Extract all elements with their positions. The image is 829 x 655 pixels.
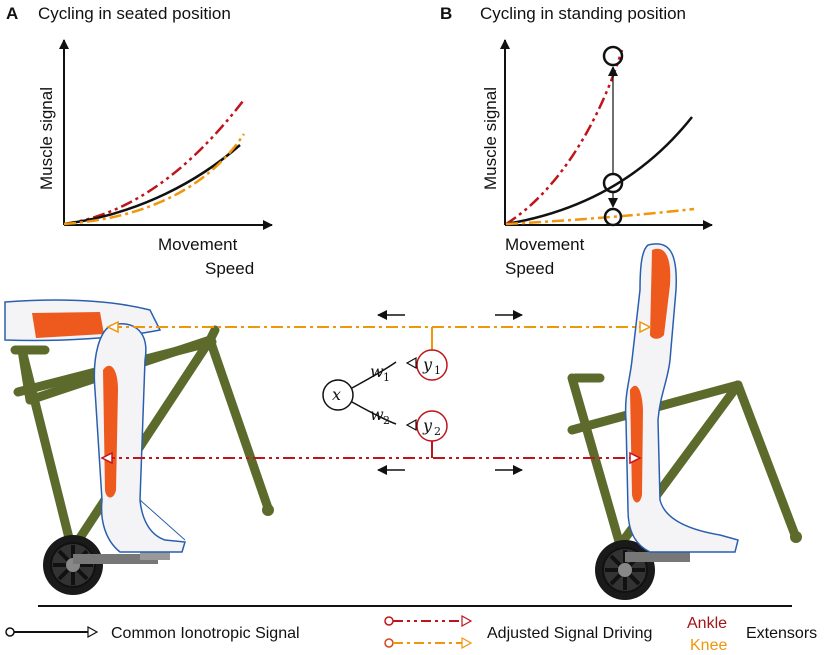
knee-signal-right-tip [639,320,652,334]
panel-b-knee-marker [603,207,623,227]
standing-quadriceps-muscle [650,248,671,339]
edge-1 [351,361,397,389]
network-diagram: x y 1 y 2 w 1 w 2 [322,327,448,458]
panel-a-knee-curve [63,133,246,226]
panel-b-x-label-line2: Speed [505,259,554,278]
panel-b-ankle-marker [602,45,624,67]
weight-1-sub: 1 [383,371,390,384]
weight-1-label: w [370,362,384,381]
legend-common-label: Common Ionotropic Signal [111,625,300,642]
standing-calf-muscle [630,385,643,503]
seated-quadriceps-muscle [32,312,104,338]
output-node-1-sub: 1 [434,364,441,377]
panel-a-common-curve [63,144,241,226]
ankle-signal-right-tip [629,451,642,465]
bike-dropout-right [790,531,802,543]
output-node-1-label: y [422,355,433,374]
knee-signal-left-tip [106,320,119,334]
edge-2 [351,401,397,425]
crank-arm [73,554,158,564]
panel-a-letter: A [6,4,18,23]
legend-knee-start [384,638,394,648]
panel-b-x-label-line1: Movement [505,235,585,254]
panel-b-knee-curve [505,207,695,226]
seated-calf-muscle [103,365,118,498]
panel-b-y-label: Muscle signal [481,87,500,190]
edge-2-tip [405,418,417,432]
panel-b: B Cycling in standing position Muscle si… [440,4,713,278]
legend-knee-label: Knee [690,637,727,654]
legend-ankle-label: Ankle [687,615,727,632]
legend: Common Ionotropic Signal Adjusted Signal… [5,614,817,654]
legend-extensors-label: Extensors [746,625,817,642]
arrows [377,310,523,475]
weight-2-label: w [370,405,384,424]
panel-a-title: Cycling in seated position [38,4,231,23]
legend-ankle-start [384,616,394,626]
panel-a: A Cycling in seated position Muscle sign… [6,4,273,278]
crank-arm-right [625,552,690,562]
panel-b-title: Cycling in standing position [480,4,686,23]
bike-frame-icon-right [567,373,800,550]
edge-1-tip [405,356,417,370]
ankle-signal-left-tip [100,451,113,465]
panel-a-y-label: Muscle signal [37,87,56,190]
weight-2-sub: 2 [383,414,390,427]
output-node-2 [416,410,448,442]
output-node-2-sub: 2 [434,425,441,438]
panel-a-x-label-line2: Speed [205,259,254,278]
standing-cyclist-illustration [567,243,802,600]
panel-b-ankle-curve [505,49,624,226]
input-node [322,379,354,411]
bike-dropout [262,504,274,516]
legend-common-start [5,627,15,637]
output-node-2-label: y [422,416,433,435]
panel-a-x-label-line1: Movement [158,235,238,254]
output-node-1 [416,349,448,381]
input-node-label: x [332,385,341,404]
panel-b-letter: B [440,4,452,23]
panel-b-common-curve [505,116,693,226]
legend-adjusted-label: Adjusted Signal Driving [487,625,652,642]
seated-cyclist-illustration [4,299,274,595]
